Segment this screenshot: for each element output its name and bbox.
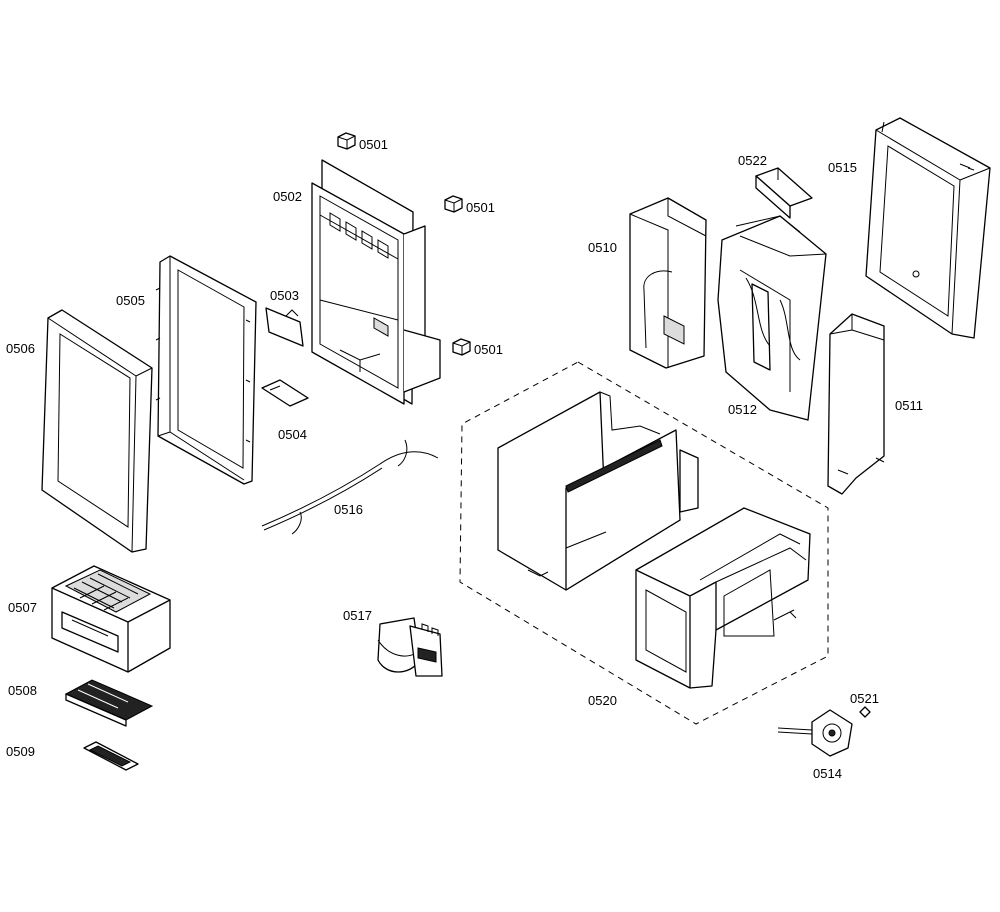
part-0501-clip-top	[337, 132, 356, 150]
part-0506-trim-frame	[41, 309, 153, 553]
label-0514: 0514	[813, 766, 842, 781]
part-0512-evaporator-box	[717, 215, 827, 421]
label-0504: 0504	[278, 427, 307, 442]
label-0509: 0509	[6, 744, 35, 759]
label-0505: 0505	[116, 293, 145, 308]
group-0520-outline	[459, 361, 829, 725]
label-0520: 0520	[588, 693, 617, 708]
label-0501-top: 0501	[359, 137, 388, 152]
label-0501-middle: 0501	[466, 200, 495, 215]
part-0508-grille	[64, 679, 154, 727]
part-0511-side-panel	[827, 313, 885, 495]
label-0507: 0507	[8, 600, 37, 615]
part-0509-drip-piece	[83, 741, 139, 771]
label-0511: 0511	[895, 398, 923, 413]
part-0503-plate	[265, 307, 304, 347]
part-0517-motor	[377, 617, 443, 677]
part-0516-wire	[261, 439, 439, 535]
part-0522-cover	[755, 167, 813, 219]
label-0503: 0503	[270, 288, 299, 303]
part-0520-bucket-housing	[497, 391, 699, 591]
label-0510: 0510	[588, 240, 617, 255]
label-0516: 0516	[334, 502, 363, 517]
label-0502: 0502	[273, 189, 302, 204]
part-0521-screw	[859, 706, 871, 718]
label-0506: 0506	[6, 341, 35, 356]
part-0501-clip-bottom	[452, 338, 471, 356]
part-0505-inner-frame	[155, 255, 257, 485]
label-0501-bottom: 0501	[474, 342, 503, 357]
label-0508: 0508	[8, 683, 37, 698]
label-0512: 0512	[728, 402, 757, 417]
part-0510-duct	[629, 197, 707, 369]
label-0521: 0521	[850, 691, 879, 706]
part-0504-plate	[261, 379, 309, 407]
part-0515-door-panel	[865, 117, 991, 339]
label-0515: 0515	[828, 160, 857, 175]
label-0522: 0522	[738, 153, 767, 168]
part-0502-dispenser-housing	[311, 159, 441, 405]
part-0514-fan	[777, 709, 853, 757]
part-0507-tray-assembly	[51, 565, 171, 673]
part-0501-clip-middle	[444, 195, 463, 213]
label-0517: 0517	[343, 608, 372, 623]
part-0520-ice-bucket	[635, 507, 811, 689]
